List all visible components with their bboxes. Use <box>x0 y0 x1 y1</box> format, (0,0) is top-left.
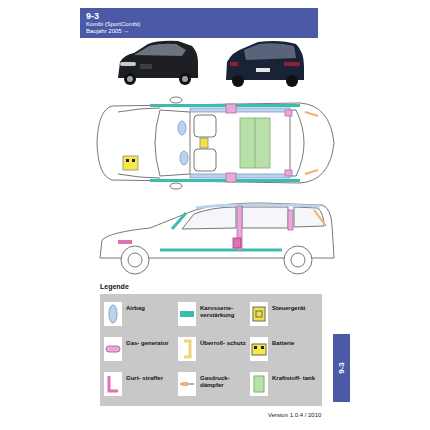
header-band: 9-3Kombi (SportCombi)Baujahr 2005 → <box>80 8 318 38</box>
side-view <box>100 203 334 274</box>
legend-sample-box <box>250 302 268 326</box>
legend-item: Airbag <box>104 302 174 332</box>
top-view <box>97 97 334 189</box>
legend-sample-box <box>104 337 122 361</box>
car-photo-front <box>118 41 198 85</box>
legend-item: Steuergerät <box>250 302 320 332</box>
legend-text: Kraftstoff- tank <box>272 375 318 382</box>
legend-item: Karosserie- verstärkung <box>178 302 248 332</box>
legend-swatch <box>104 337 122 361</box>
legend-swatch <box>178 337 196 361</box>
legend-swatch <box>178 372 196 396</box>
legend-item: Gasdruck- dämpfer <box>178 372 248 402</box>
version-note: Version 1.0.4 / 2010 <box>268 412 321 418</box>
sub-text: Baujahr 2005 → <box>86 28 312 35</box>
legend-text: Gas- generator <box>126 340 172 347</box>
legend-text: Karosserie- verstärkung <box>200 305 246 319</box>
legend-swatch <box>250 372 268 396</box>
legend-text: Steuergerät <box>272 305 318 312</box>
legend-item: Gurt- straffer <box>104 372 174 402</box>
heading-text: 9-3 <box>337 362 346 374</box>
legend-swatch <box>178 302 196 326</box>
legend-panel: LegendeAirbagKarosserie- verstärkungSteu… <box>100 294 322 406</box>
legend-text: Airbag <box>126 305 172 312</box>
heading-text: Legende <box>100 283 129 291</box>
legend-sample-box <box>178 337 196 361</box>
legend-item: Gas- generator <box>104 337 174 367</box>
sub-text: Kombi (SportCombi) <box>86 21 312 28</box>
legend-text: Batterie <box>272 340 318 347</box>
legend-sample-box <box>178 372 196 396</box>
legend-swatch <box>250 302 268 326</box>
legend-sample-box <box>104 372 122 396</box>
legend-swatch <box>250 337 268 361</box>
legend-text: Überroll- schutz <box>200 340 246 347</box>
legend-item: Batterie <box>250 337 320 367</box>
legend-item: Überroll- schutz <box>178 337 248 367</box>
legend-sample-box <box>104 302 122 326</box>
side-tab: 9-3 <box>333 334 350 402</box>
legend-item: Kraftstoff- tank <box>250 372 320 402</box>
legend-swatch <box>104 302 122 326</box>
legend-sample-box <box>250 372 268 396</box>
legend-text: Gurt- straffer <box>126 375 172 382</box>
legend-text: Gasdruck- dämpfer <box>200 375 246 389</box>
legend-swatch <box>104 372 122 396</box>
legend-sample-box <box>178 302 196 326</box>
car-photo-rear <box>226 41 304 87</box>
legend-sample-box <box>250 337 268 361</box>
heading-text: 9-3 <box>86 11 312 21</box>
